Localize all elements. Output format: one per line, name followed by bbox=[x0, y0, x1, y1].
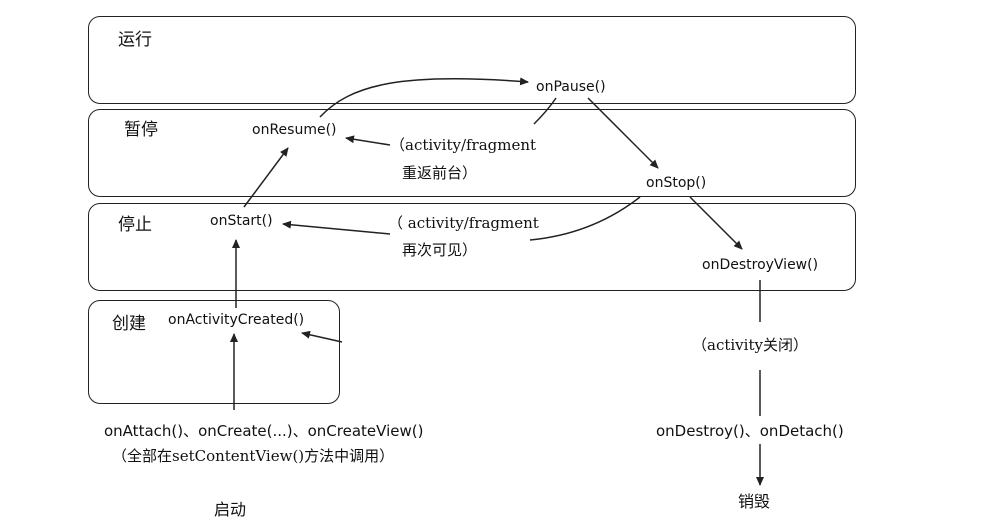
endpoint-destroy: 销毁 bbox=[738, 492, 771, 511]
arrow-pause-to-stop bbox=[587, 97, 659, 169]
state-box-paused bbox=[88, 109, 856, 197]
curve-pause-tail bbox=[533, 97, 557, 125]
note-startup: （全部在setContentView()方法中调用） bbox=[112, 447, 395, 465]
state-box-running bbox=[88, 16, 856, 104]
method-shutdown-calls: onDestroy()、onDetach() bbox=[656, 422, 844, 440]
state-label-stopped: 停止 bbox=[118, 215, 152, 235]
arrow-restartnote-to-start bbox=[282, 220, 391, 235]
note-resume-line2: 重返前台） bbox=[402, 164, 478, 182]
note-restart-line2: 再次可见） bbox=[402, 241, 478, 259]
method-startup-calls: onAttach()、onCreate(...)、onCreateView() bbox=[104, 422, 424, 440]
note-restart-line1: （ activity/fragment bbox=[388, 214, 539, 232]
state-label-running: 运行 bbox=[118, 30, 152, 50]
method-on-pause: onPause() bbox=[536, 79, 606, 95]
arrow-start-to-resume bbox=[243, 147, 289, 208]
arrow-resumenote-to-resume bbox=[345, 135, 391, 146]
method-on-start: onStart() bbox=[210, 213, 273, 229]
arrow-resume-to-pause bbox=[319, 77, 529, 118]
method-on-destroy-view: onDestroyView() bbox=[702, 257, 819, 273]
state-box-created bbox=[88, 300, 340, 404]
method-on-activity-created: onActivityCreated() bbox=[168, 312, 305, 328]
endpoint-start: 启动 bbox=[214, 500, 247, 519]
note-resume-line1: （activity/fragment bbox=[390, 136, 537, 154]
arrow-into-created-right bbox=[301, 330, 343, 343]
arrow-stop-to-destroyview bbox=[689, 196, 743, 250]
curve-stop-to-restart bbox=[529, 196, 641, 241]
state-box-stopped bbox=[88, 203, 856, 291]
method-on-stop: onStop() bbox=[646, 175, 707, 191]
state-label-paused: 暂停 bbox=[124, 120, 158, 140]
note-activity-closed: （activity关闭） bbox=[692, 336, 808, 354]
method-on-resume: onResume() bbox=[252, 122, 337, 138]
state-label-created: 创建 bbox=[112, 314, 146, 334]
